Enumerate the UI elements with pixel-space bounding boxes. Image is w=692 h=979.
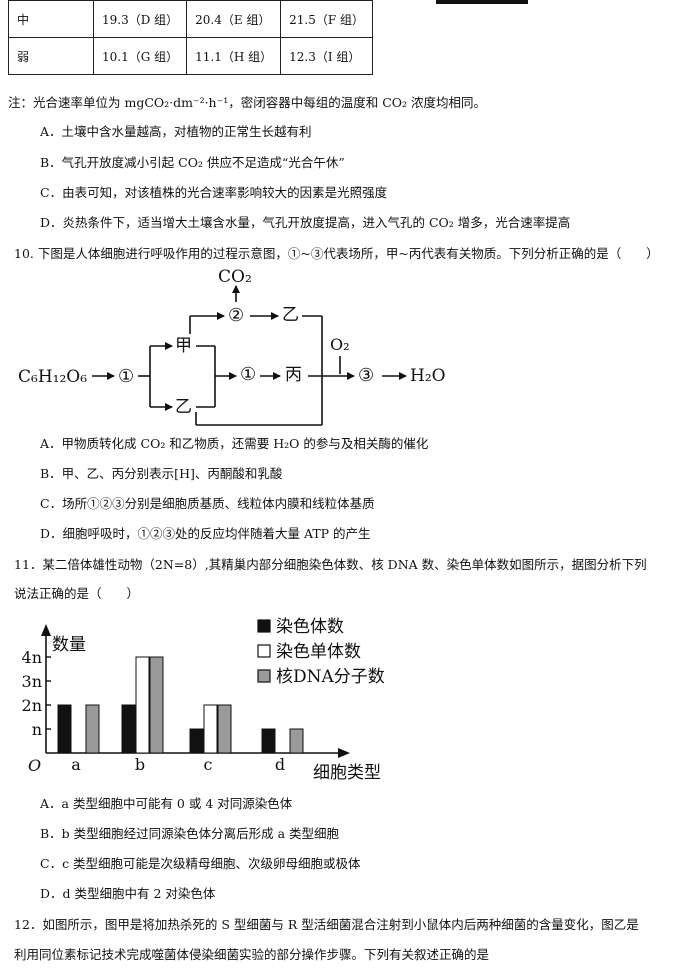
- bing-label: 丙: [285, 365, 302, 385]
- yi-bottom-label: 乙: [175, 397, 192, 417]
- q12-stem-line1: 12．如图所示，图甲是将加热杀死的 S 型细菌与 R 型活细菌混合注射到小鼠体内…: [14, 917, 639, 932]
- data-table: 中 19.3（D 组） 20.4（E 组） 21.5（F 组） 弱 10.1（G…: [8, 0, 374, 75]
- q9-option-c: C．由表可知，对该植株的光合速率影响较大的因素是光照强度: [40, 185, 388, 200]
- row-label: 弱: [8, 37, 94, 75]
- q10-option-b: B．甲、乙、丙分别表示[H]、丙酮酸和乳酸: [40, 466, 283, 481]
- y-tick-label: 3n: [22, 672, 42, 691]
- x-axis-arrow: [338, 748, 350, 758]
- q9-option-a: A．土壤中含水量越高，对植物的正常生长越有利: [40, 124, 312, 139]
- row-label: 中: [8, 0, 94, 38]
- glucose-label: C₆H₁₂O₆: [18, 367, 87, 387]
- q11-stem-line1: 11．某二倍体雄性动物（2N=8）,其精巢内部分细胞染色体数、核 DNA 数、染…: [14, 557, 647, 572]
- table-cell: 11.1（H 组）: [186, 37, 282, 75]
- table-cell: 19.3（D 组）: [92, 0, 188, 38]
- q9-option-b: B．气孔开放度减小引起 CO₂ 供应不足造成“光合午休”: [40, 155, 345, 170]
- table-row: 中 19.3（D 组） 20.4（E 组） 21.5（F 组）: [8, 0, 374, 38]
- legend-label: 核DNA分子数: [276, 667, 385, 687]
- q11-option-b: B．b 类型细胞经过同源染色体分离后形成 a 类型细胞: [40, 826, 340, 841]
- bar-a-series-0: [57, 704, 72, 754]
- origin-label: O: [28, 756, 41, 775]
- category-label: a: [71, 755, 81, 774]
- y-tick-label: 4n: [22, 648, 42, 667]
- category-label: c: [204, 755, 213, 774]
- bar-c-series-0: [189, 728, 204, 754]
- bar-d-series-2: [289, 728, 304, 754]
- site-1-second-label: ①: [240, 364, 256, 385]
- legend-swatch: [257, 669, 271, 683]
- bar-b-series-2: [149, 656, 164, 754]
- category-label: d: [275, 755, 285, 774]
- y-tick-label: 2n: [22, 696, 42, 715]
- site-2-label: ②: [228, 305, 244, 326]
- category-label: b: [135, 755, 145, 774]
- y-tick-label: n: [32, 720, 42, 739]
- q10-option-a: A．甲物质转化成 CO₂ 和乙物质，还需要 H₂O 的参与及相关酶的催化: [40, 436, 429, 451]
- bar-b-series-1: [135, 656, 150, 754]
- bar-c-series-2: [217, 704, 232, 754]
- q11-stem-line2: 说法正确的是（ ）: [14, 586, 140, 601]
- jia-label: 甲: [175, 336, 192, 356]
- site-1-label: ①: [118, 366, 134, 387]
- respiration-diagram: C₆H₁₂O₆ CO₂ O₂ H₂O ① ② ① ③ 甲 乙 丙 乙: [18, 267, 446, 426]
- table-note: 注：光合速率单位为 mgCO₂·dm⁻²·h⁻¹，密闭容器中每组的温度和 CO₂…: [8, 95, 486, 110]
- legend-swatch: [257, 619, 271, 633]
- q10-option-d: D．细胞呼吸时，①②③处的反应均伴随着大量 ATP 的产生: [40, 526, 371, 541]
- site-3-label: ③: [358, 365, 374, 386]
- yi-top-label: 乙: [282, 305, 299, 325]
- table-cell: 10.1（G 组）: [92, 37, 188, 75]
- table-cell: 12.3（I 组）: [280, 37, 374, 75]
- q10-stem: 10. 下图是人体细胞进行呼吸作用的过程示意图，①~③代表场所，甲~丙代表有关物…: [14, 246, 659, 261]
- legend-label: 染色单体数: [276, 642, 361, 662]
- legend-label: 染色体数: [276, 617, 344, 637]
- bar-a-series-2: [85, 704, 100, 754]
- x-axis-label: 细胞类型: [313, 763, 381, 783]
- q11-option-c: C．c 类型细胞可能是次级精母细胞、次级卵母细胞或极体: [40, 856, 361, 871]
- co2-label: CO₂: [218, 267, 252, 287]
- q11-option-a: A．a 类型细胞中可能有 0 或 4 对同源染色体: [40, 796, 293, 811]
- h2o-label: H₂O: [410, 366, 446, 386]
- table-cell: 20.4（E 组）: [186, 0, 282, 38]
- o2-label: O₂: [330, 335, 350, 354]
- table-row: 弱 10.1（G 组） 11.1（H 组） 12.3（I 组）: [8, 37, 374, 75]
- q9-option-d: D．炎热条件下，适当增大土壤含水量，气孔开放度提高，进入气孔的 CO₂ 增多，光…: [40, 215, 571, 230]
- legend-swatch: [257, 644, 271, 658]
- y-axis-label: 数量: [52, 635, 86, 655]
- y-axis-arrow: [41, 624, 51, 636]
- q11-option-d: D．d 类型细胞中有 2 对染色体: [40, 886, 216, 901]
- bar-d-series-0: [261, 728, 276, 754]
- header-fragment: [436, 0, 528, 4]
- bar-b-series-0: [121, 704, 136, 754]
- q10-option-c: C．场所①②③分别是细胞质基质、线粒体内膜和线粒体基质: [40, 496, 375, 511]
- table-cell: 21.5（F 组）: [280, 0, 374, 38]
- bar-c-series-1: [203, 704, 218, 754]
- q12-stem-line2: 利用同位素标记技术完成噬菌体侵染细菌实验的部分操作步骤。下列有关叙述正确的是: [14, 947, 490, 962]
